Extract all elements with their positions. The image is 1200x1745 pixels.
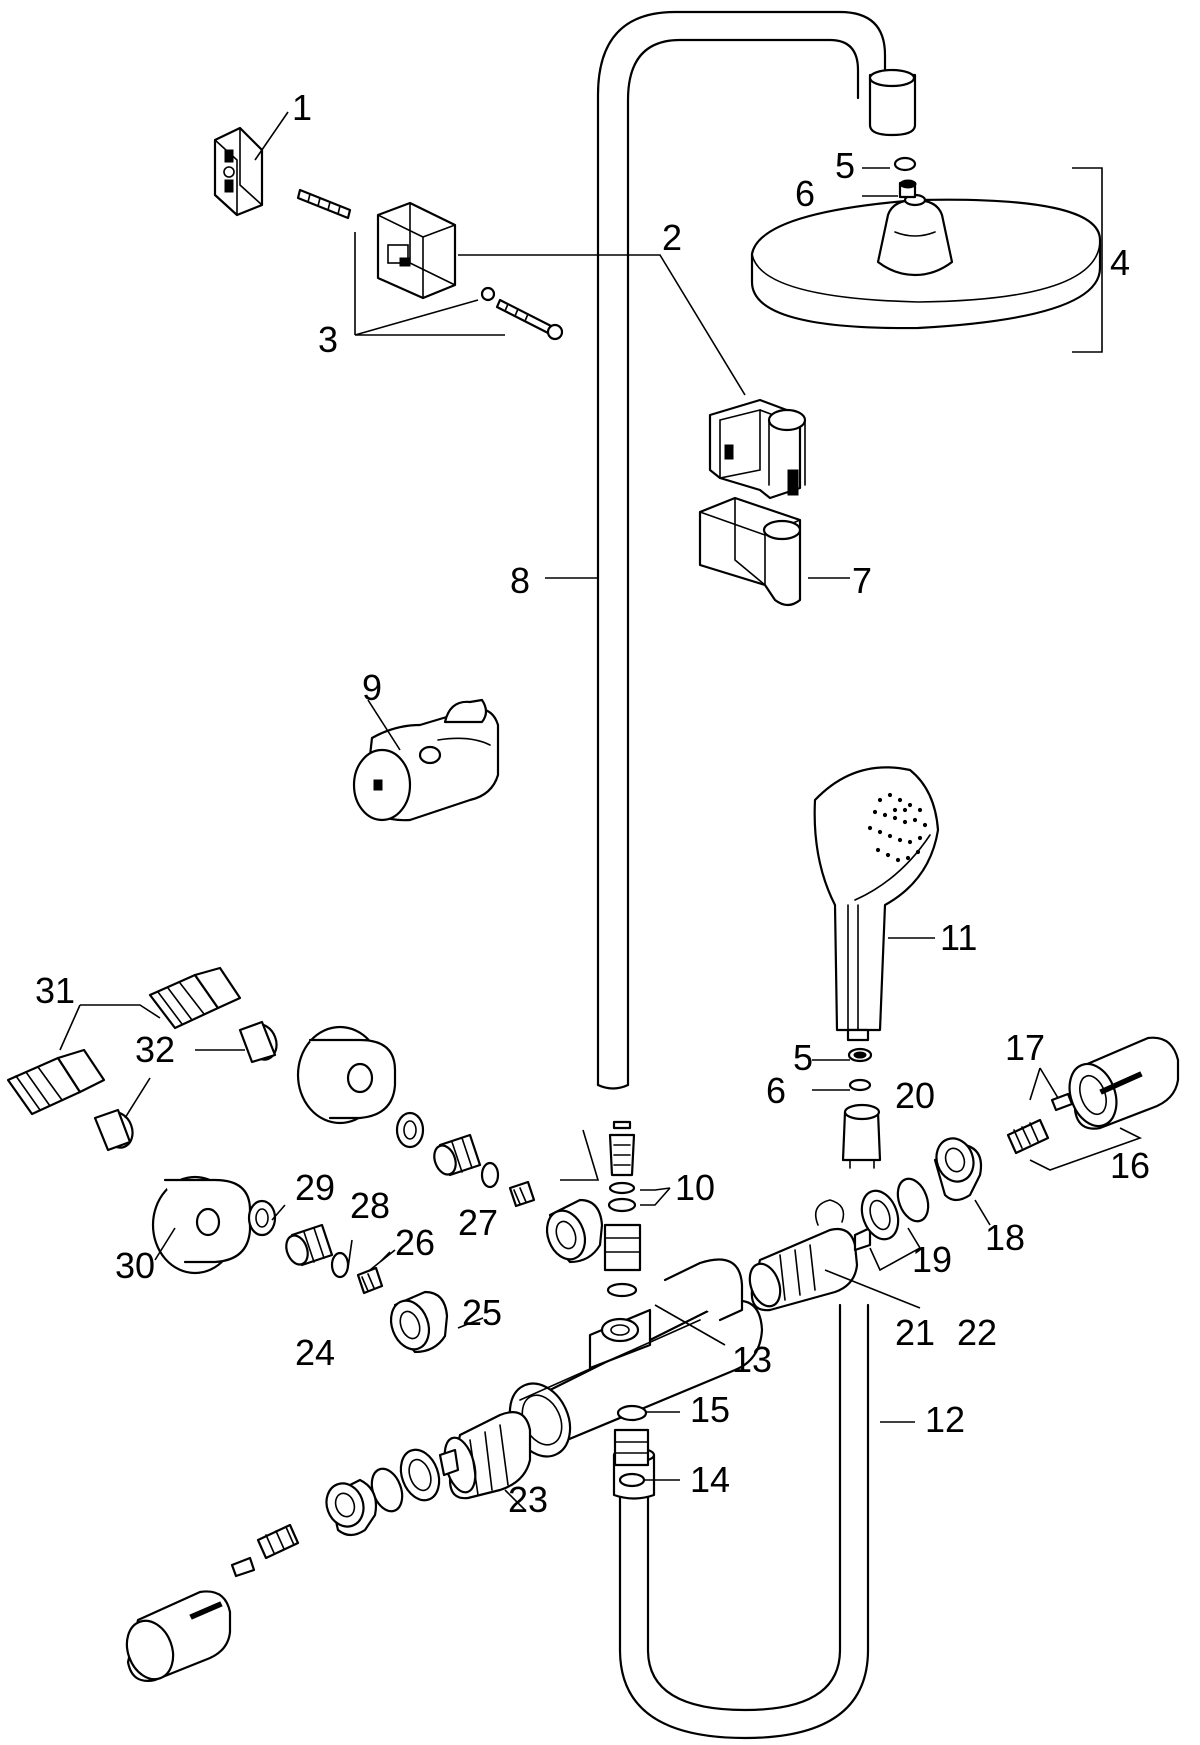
slider-holder: [352, 698, 500, 822]
check-valve-upper: [433, 1133, 482, 1177]
label-24: 24: [295, 1332, 335, 1373]
label-25: 25: [462, 1292, 502, 1333]
label-32: 32: [135, 1029, 175, 1070]
filter-hand-shower: [847, 1047, 873, 1063]
wall-mount-block: [376, 201, 457, 300]
union-nut-upper: [545, 1198, 604, 1264]
riser-connection-set: [603, 1120, 642, 1298]
label-3: 3: [318, 319, 338, 360]
o-ring-28: [330, 1251, 350, 1279]
label-22: 22: [957, 1312, 997, 1353]
filter-27: [508, 1180, 536, 1208]
label-7: 7: [852, 560, 872, 601]
o-ring-upper: [480, 1161, 500, 1189]
label-19: 19: [912, 1239, 952, 1280]
hand-shower: [813, 766, 940, 1042]
seal-ring-hand-shower: [848, 1078, 872, 1092]
label-12: 12: [925, 1399, 965, 1440]
nut-and-seal-19: [860, 1177, 930, 1241]
label-2: 2: [662, 217, 682, 258]
label-29: 29: [295, 1167, 335, 1208]
wall-screw-set: [296, 188, 564, 341]
sleeve-32-upper: [238, 1020, 278, 1064]
thermostatic-cartridge: [438, 1411, 532, 1500]
hose-cone-nut: [841, 1103, 882, 1169]
outlet-seal-top: [616, 1404, 648, 1422]
overhead-shower-head: [750, 193, 1102, 330]
label-4: 4: [1110, 242, 1130, 283]
label-21: 21: [895, 1312, 935, 1353]
spray-face-dots: [867, 792, 928, 863]
label-28: 28: [350, 1185, 390, 1226]
nut-18: [933, 1137, 983, 1202]
hand-shower-holder-clip: [698, 496, 802, 607]
wall-plate: [213, 126, 264, 217]
rosette-upper: [296, 1025, 397, 1125]
sleeve-32-lower: [93, 1108, 134, 1152]
label-15: 15: [690, 1389, 730, 1430]
nut-and-seal-left: [370, 1448, 441, 1513]
filter-top: [898, 179, 917, 199]
rail-clamp: [708, 398, 807, 500]
diverter-cartridge: [748, 1226, 872, 1312]
nut-left: [325, 1478, 378, 1537]
label-31: 31: [35, 970, 75, 1011]
washer-29: [247, 1199, 277, 1237]
seal-ring-top: [893, 156, 917, 172]
label-6-top: 6: [795, 173, 815, 214]
label-6-bottom: 6: [766, 1070, 786, 1111]
label-18: 18: [985, 1217, 1025, 1258]
union-nut-25: [389, 1290, 449, 1354]
label-30: 30: [115, 1245, 155, 1286]
label-9: 9: [362, 667, 382, 708]
label-26: 26: [395, 1222, 435, 1263]
union-31-lower: [6, 1048, 106, 1116]
adapter-17: [1006, 1092, 1074, 1155]
bracket-4: [1072, 167, 1103, 353]
check-valve-lower: [285, 1223, 334, 1267]
label-8: 8: [510, 560, 530, 601]
outlet-nipple: [613, 1428, 650, 1467]
label-17: 17: [1005, 1027, 1045, 1068]
label-14: 14: [690, 1459, 730, 1500]
label-27: 27: [458, 1202, 498, 1243]
label-10: 10: [675, 1167, 715, 1208]
rosette-lower: [151, 1175, 252, 1275]
outlet-seal-bottom: [618, 1472, 646, 1488]
adapter-left: [230, 1523, 300, 1578]
label-11: 11: [940, 917, 977, 958]
label-16: 16: [1110, 1145, 1150, 1186]
clip-ring: [814, 1199, 845, 1226]
part-labels: 1 2 3 4 5 6 7 8 9 10 11 12 13 14 15 16 1…: [35, 87, 1150, 1520]
washer-upper: [395, 1111, 425, 1149]
handle-16: [1068, 1036, 1180, 1130]
filter-26: [356, 1266, 384, 1295]
handle-left: [125, 1590, 232, 1682]
label-5-bottom: 5: [793, 1037, 813, 1078]
union-32-upper: [148, 966, 242, 1030]
label-1: 1: [292, 87, 312, 128]
label-20: 20: [895, 1075, 935, 1116]
leader-lines: [59, 111, 1143, 1511]
label-5-top: 5: [835, 145, 855, 186]
label-23: 23: [508, 1479, 548, 1520]
label-13: 13: [732, 1339, 772, 1380]
